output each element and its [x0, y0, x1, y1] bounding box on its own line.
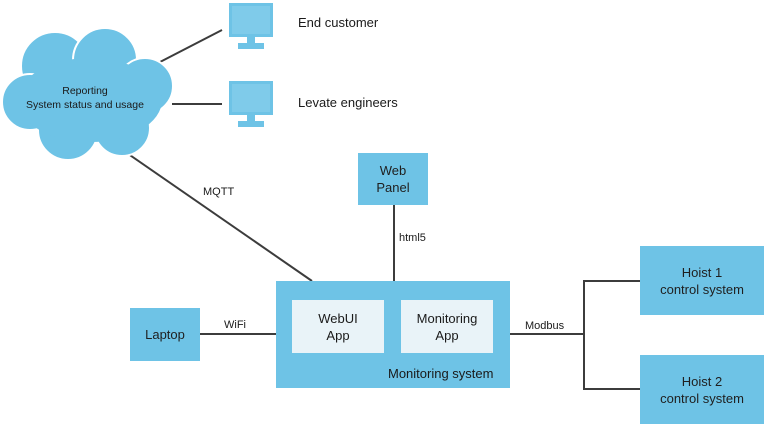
levate-engineers-label: Levate engineers [298, 95, 398, 110]
cloud-line-2: System status and usage [26, 99, 144, 111]
hoist-1-line-1: Hoist 1 [681, 264, 723, 280]
monitor-icon [229, 3, 273, 49]
hoist-2-line-2: control system [660, 390, 744, 406]
laptop-box: Laptop [130, 308, 200, 361]
html5-label: html5 [399, 232, 426, 244]
cloud-shape [1, 27, 174, 161]
hoist-2-box: Hoist 2 control system [640, 355, 764, 424]
laptop-label: Laptop [145, 327, 185, 342]
hoist-1-line-2: control system [660, 281, 744, 297]
monitoring-app-box: Monitoring App [401, 300, 493, 353]
cloud-line-1: Reporting [62, 85, 108, 97]
line-to-hoist1 [583, 280, 640, 390]
modbus-label: Modbus [525, 320, 565, 332]
mqtt-label: MQTT [203, 186, 235, 198]
monitoring-app-line-2: App [435, 327, 459, 343]
wifi-label: WiFi [224, 319, 246, 331]
web-panel-line-1: Web [379, 163, 407, 178]
cloud-title: Reporting System status and usage [10, 84, 160, 112]
hoist-2-line-1: Hoist 2 [681, 373, 723, 389]
webui-line-1: WebUI [318, 310, 358, 326]
line-cloud-to-end-customer [159, 29, 223, 63]
end-customer-label: End customer [298, 15, 379, 30]
monitoring-app-line-1: Monitoring [416, 310, 478, 326]
monitoring-system-label: Monitoring system [388, 366, 494, 381]
monitor-icon [229, 81, 273, 127]
web-panel-box: Web Panel [358, 153, 428, 205]
line-mqtt [123, 150, 313, 282]
webui-line-2: App [326, 327, 350, 343]
webui-app-box: WebUI App [292, 300, 384, 353]
web-panel-line-2: Panel [376, 180, 410, 195]
hoist-1-box: Hoist 1 control system [640, 246, 764, 315]
